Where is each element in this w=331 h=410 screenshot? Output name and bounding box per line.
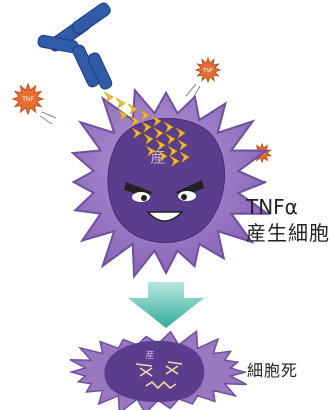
tnf-producing-cell: 産 [70,87,271,280]
chevron-icon [153,127,164,139]
tnf-particle-top-right-label: TNF [202,68,213,74]
signal-chevrons [103,91,190,167]
nucleus-character: 産 [150,148,165,166]
chevron-icon [143,133,154,145]
chevron-icon [131,127,142,139]
chevron-icon [157,150,168,162]
down-arrow-icon [128,282,204,328]
chevron-icon [179,151,190,163]
chevron-icon [165,133,176,145]
chevron-icon [139,109,150,121]
dead-face-icon [135,361,183,390]
chevron-icon [141,121,152,133]
cell-death-label: 細胞死 [247,361,299,380]
cell-nucleus [107,118,226,243]
tnf-particle-left: TNF [11,82,57,125]
chevron-icon [151,115,162,127]
tnf-alpha-label: TNFα [246,195,298,219]
angry-face-icon [124,180,204,222]
chevron-icon [177,139,188,151]
dead-cell-nucleus [104,340,205,403]
chevron-icon [169,155,180,167]
chevron-icon [175,127,186,139]
chevron-icon [115,97,126,109]
antibody-icon [37,2,113,90]
chevron-icon [129,115,140,127]
chevron-icon [117,109,128,121]
dead-cell: 産 [68,329,248,410]
dead-nucleus-character: 産 [145,349,154,361]
chevron-icon [103,91,114,103]
tnf-particle-top-right: TNF [185,56,222,101]
chevron-icon [155,139,166,151]
tnf-particle-left-label: TNF [21,96,34,103]
chevron-icon [145,145,156,157]
producing-cell-label: 産生細胞 [246,221,330,245]
chevron-icon [127,103,138,115]
chevron-icon [163,121,174,133]
